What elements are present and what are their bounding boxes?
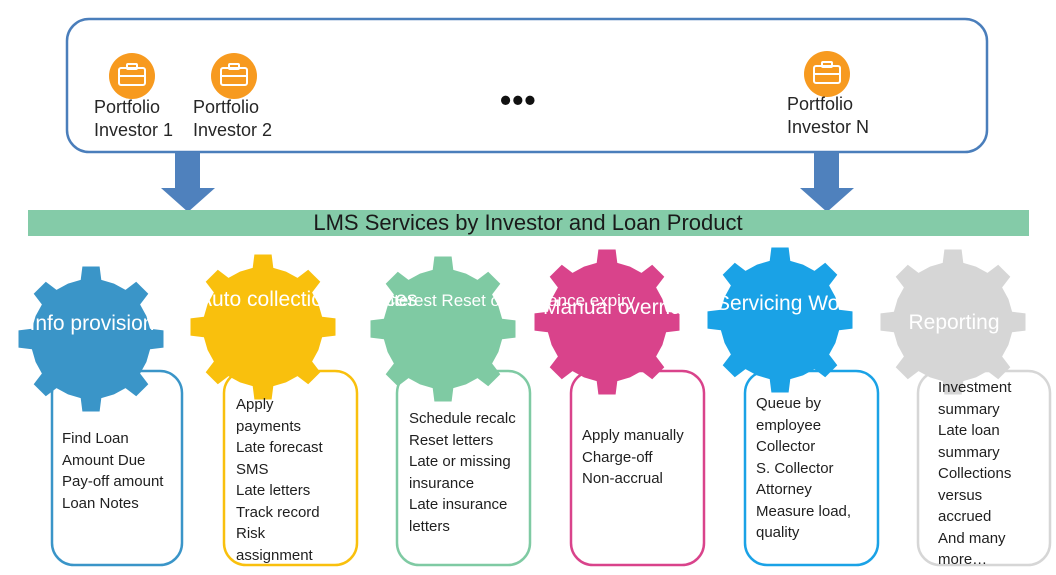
banner-title: LMS Services by Investor and Loan Produc… xyxy=(313,210,743,235)
card-items-auto: Apply payments Late forecast SMS Late le… xyxy=(236,396,323,564)
gear-manual xyxy=(534,249,680,395)
investor-label-1: Portfolio Investor 1 xyxy=(94,97,174,140)
card-items-manual: Apply manually Charge-off Non-accrual xyxy=(582,427,684,487)
service-card-servicing xyxy=(743,369,880,567)
gear-title-info: Info provision xyxy=(29,312,155,335)
gear-title-auto: Auto collection services xyxy=(198,288,418,311)
card-items-reporting: Investment summary Late loan summary Col… xyxy=(938,379,1012,568)
gear-servicing xyxy=(707,247,853,393)
gear-title-reporting: Reporting xyxy=(908,311,1000,334)
more-investors-ellipsis: ••• xyxy=(500,82,537,118)
card-items-interest: Schedule recalc Reset letters Late or mi… xyxy=(409,410,516,535)
investor-frame xyxy=(65,17,989,154)
card-items-info: Find Loan Amount Due Pay-off amount Loan… xyxy=(62,430,164,512)
gear-title-interest: Interest Reset or Insurance expiry xyxy=(380,291,636,310)
banner-bar xyxy=(28,210,1029,236)
down-arrow-right xyxy=(800,152,854,212)
gear-info xyxy=(18,266,164,412)
gear-reporting xyxy=(880,249,1026,395)
gear-auto xyxy=(190,254,336,400)
briefcase-icon xyxy=(804,51,850,97)
down-arrow-left xyxy=(161,152,215,212)
card-items-servicing: Queue by employee Collector S. Collector… xyxy=(756,395,852,541)
briefcase-icon xyxy=(109,53,155,99)
gear-interest xyxy=(370,256,516,402)
gear-title-servicing: Servicing Workflow xyxy=(716,292,895,315)
investor-label-2: Portfolio Investor 2 xyxy=(193,97,273,140)
gear-title-manual: Manual overrides xyxy=(543,296,705,319)
investor-label-n: Portfolio Investor N xyxy=(787,94,870,137)
briefcase-icon xyxy=(211,53,257,99)
